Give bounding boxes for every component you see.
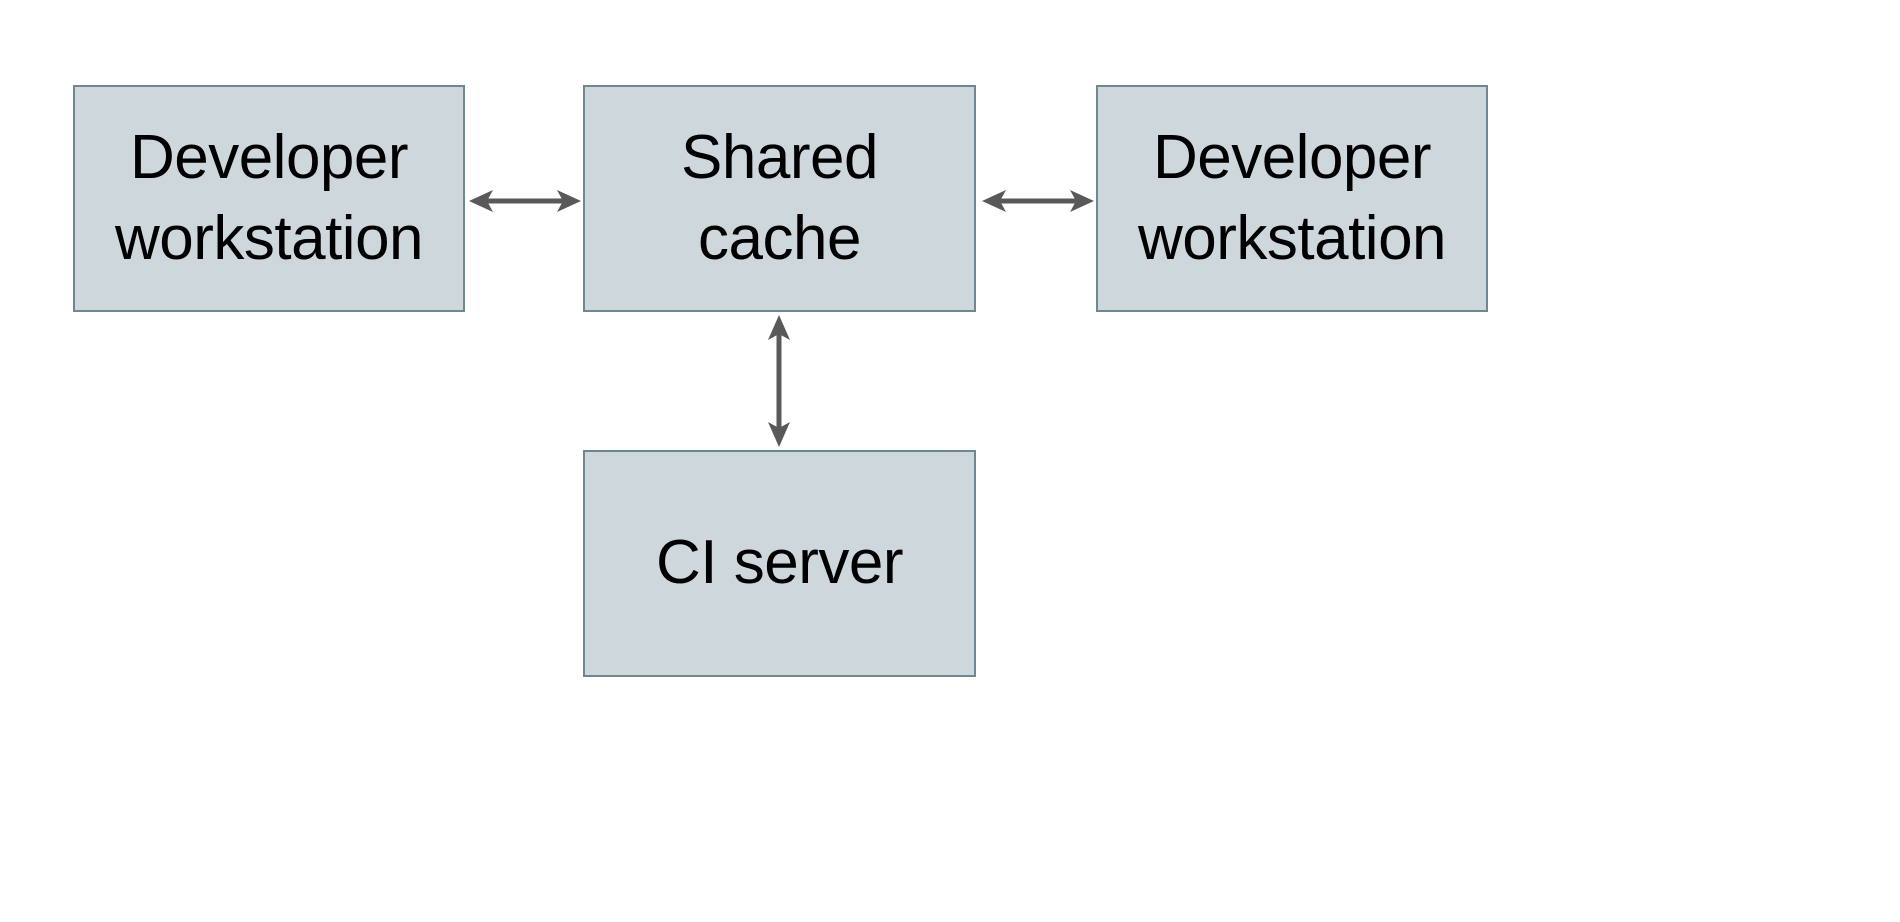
edge-shared-cache-to-developer-workstation-right[interactable]: [976, 180, 1098, 222]
bidirectional-arrow-icon: [982, 190, 1094, 212]
node-label: Developer workstation: [114, 122, 424, 273]
bidirectional-arrow-icon: [469, 190, 581, 212]
edge-developer-workstation-left-to-shared-cache[interactable]: [465, 180, 585, 222]
node-developer-workstation-right[interactable]: Developer workstation: [1096, 85, 1488, 312]
edge-shared-cache-to-ci-server[interactable]: [758, 310, 800, 452]
node-ci-server[interactable]: CI server: [583, 450, 976, 677]
node-label: CI server: [656, 528, 903, 598]
node-shared-cache[interactable]: Shared cache: [583, 85, 976, 312]
bidirectional-arrow-icon: [768, 315, 790, 447]
node-developer-workstation-left[interactable]: Developer workstation: [73, 85, 465, 312]
node-label: Shared cache: [681, 122, 878, 273]
node-label: Developer workstation: [1137, 122, 1447, 273]
